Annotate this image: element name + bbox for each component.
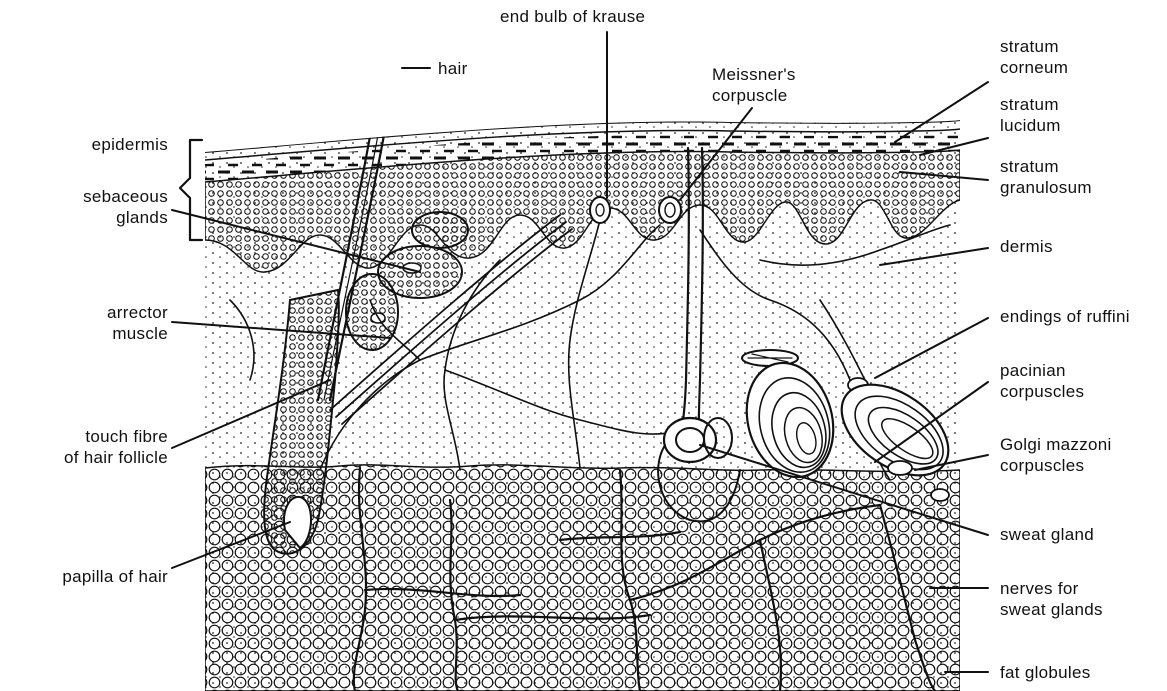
label-golgi-line1: Golgi mazzoni	[1000, 435, 1112, 454]
label-touch-fibre-line1: touch fibre	[85, 427, 168, 446]
label-touch-fibre-line2: of hair follicle	[64, 448, 168, 467]
label-dermis: dermis	[1000, 237, 1053, 256]
label-nerves-line2: sweat glands	[1000, 600, 1103, 619]
label-stratum-corneum-line1: stratum	[1000, 37, 1059, 56]
meissner-corpuscle	[659, 197, 681, 223]
label-meissner-line2: corpuscle	[712, 86, 787, 105]
label-nerves-line1: nerves for	[1000, 579, 1079, 598]
label-stratum-lucidum-line2: lucidum	[1000, 116, 1061, 135]
label-stratum-lucidum-line1: stratum	[1000, 95, 1059, 114]
epidermis-brace	[180, 140, 202, 240]
label-golgi-line2: corpuscles	[1000, 456, 1084, 475]
label-end-bulb-krause: end bulb of krause	[500, 7, 645, 26]
label-epidermis: epidermis	[92, 135, 168, 154]
label-sweat-gland: sweat gland	[1000, 525, 1094, 544]
label-hair: hair	[438, 59, 468, 78]
label-sebaceous-line2: glands	[116, 208, 168, 227]
label-papilla-of-hair: papilla of hair	[62, 567, 168, 586]
label-sebaceous-line1: sebaceous	[83, 187, 168, 206]
end-bulb-krause	[590, 197, 610, 223]
label-pacinian-line2: corpuscles	[1000, 382, 1084, 401]
label-pacinian-line1: pacinian	[1000, 361, 1066, 380]
label-arrector-line1: arrector	[107, 303, 168, 322]
skin-illustration	[205, 40, 965, 691]
label-stratum-granulosum-line1: stratum	[1000, 157, 1059, 176]
label-stratum-granulosum-line2: granulosum	[1000, 178, 1092, 197]
label-arrector-line2: muscle	[112, 324, 168, 343]
label-meissner-line1: Meissner's	[712, 65, 796, 84]
label-stratum-corneum-line2: corneum	[1000, 58, 1068, 77]
label-fat-globules: fat globules	[1000, 663, 1091, 682]
label-endings-of-ruffini: endings of ruffini	[1000, 307, 1130, 326]
